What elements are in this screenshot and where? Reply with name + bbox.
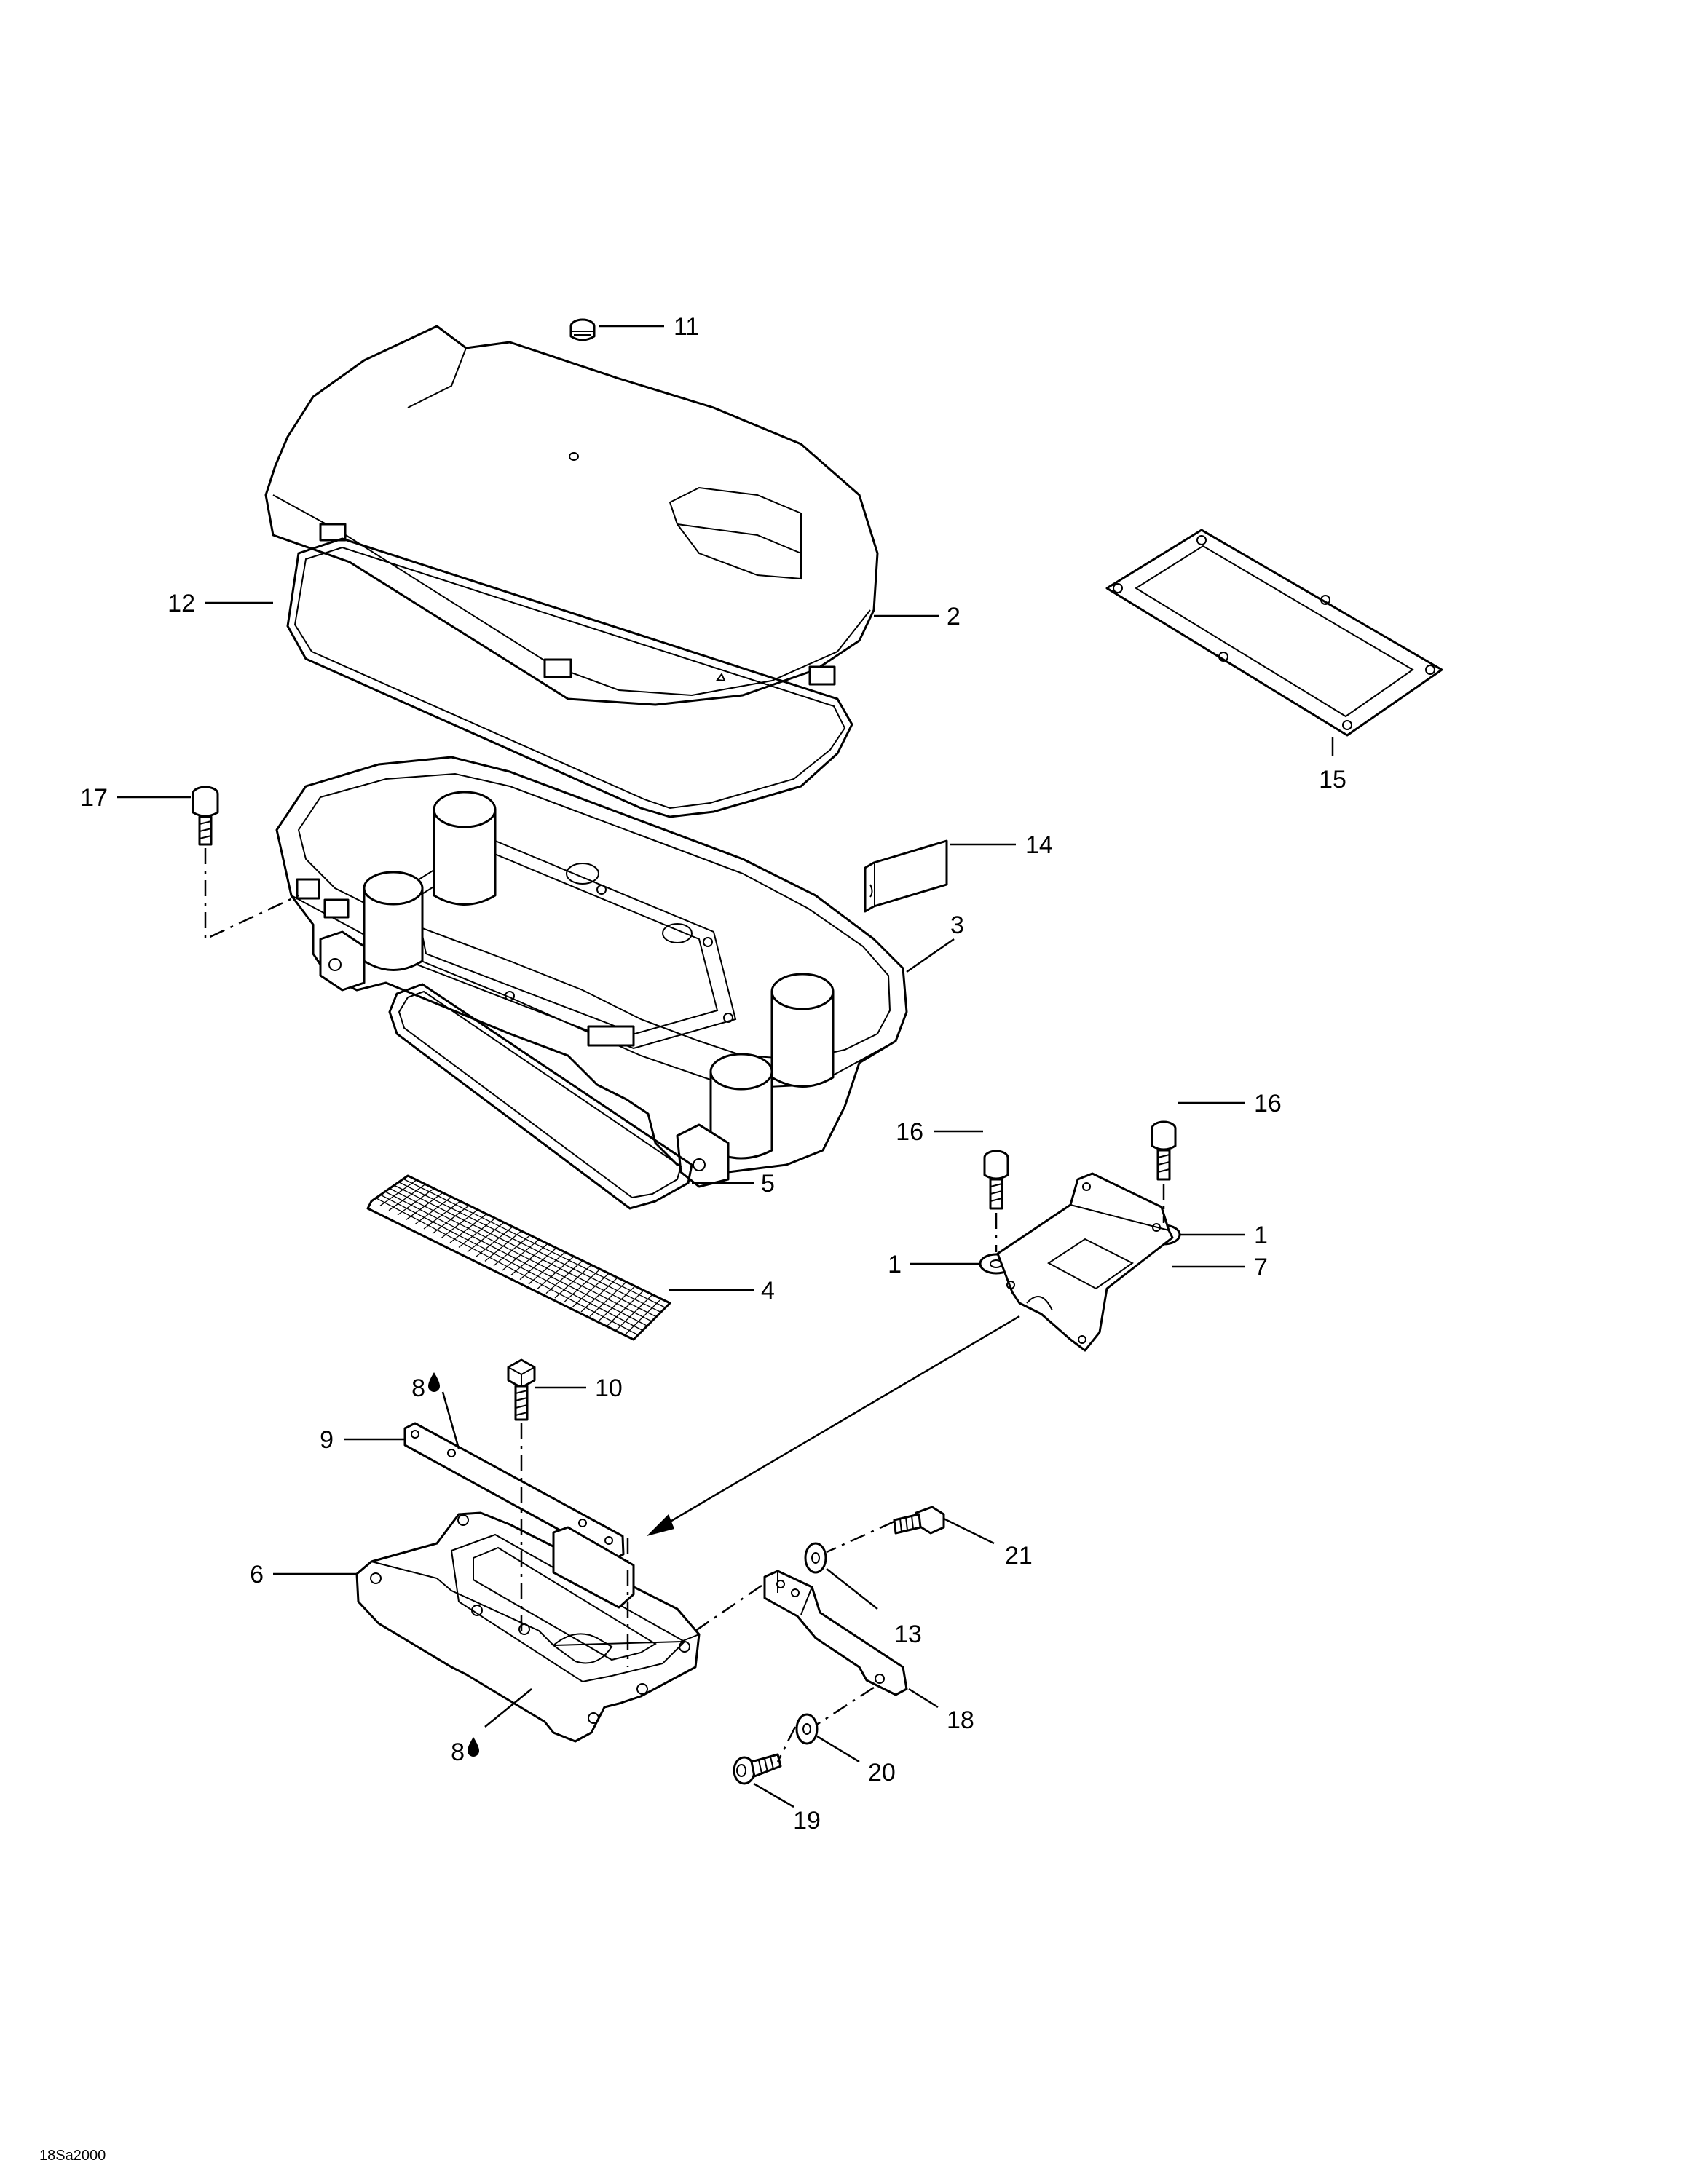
part-clip xyxy=(864,839,948,913)
callout-1: 1 xyxy=(888,1251,902,1278)
mesh-strand xyxy=(375,1198,639,1336)
centerlines xyxy=(204,848,1165,1762)
callout-labels: 1 1 2 3 4 5 6 7 8 8 9 10 11 12 13 14 15 … xyxy=(80,313,1346,1835)
callout-17: 17 xyxy=(80,784,108,812)
part-bolt-10 xyxy=(507,1358,536,1421)
part-adapter-plate xyxy=(355,1511,701,1743)
callout-8: 8 xyxy=(451,1738,465,1766)
callout-13: 13 xyxy=(894,1621,922,1648)
callout-19: 19 xyxy=(793,1807,821,1835)
part-cover-gasket xyxy=(286,537,853,818)
callout-21: 21 xyxy=(1005,1542,1033,1570)
callout-18: 18 xyxy=(947,1706,974,1734)
reference-code: 18Sa2000 xyxy=(39,2148,106,2164)
mesh-strand xyxy=(398,1182,661,1313)
callout-12: 12 xyxy=(167,590,195,617)
callout-4: 4 xyxy=(761,1277,775,1305)
callout-7: 7 xyxy=(1254,1254,1268,1281)
oil-drop-icon xyxy=(428,1372,440,1392)
callout-10: 10 xyxy=(595,1374,623,1402)
part-screw-16-right xyxy=(1151,1120,1177,1181)
part-strip-gasket xyxy=(403,1422,625,1561)
part-cover xyxy=(264,325,879,706)
part-seal xyxy=(388,983,693,1210)
mesh-strand xyxy=(393,1184,657,1318)
part-plug xyxy=(569,318,596,341)
part-small-bracket xyxy=(763,1570,908,1696)
mesh-strand xyxy=(403,1178,666,1308)
callout-15: 15 xyxy=(1319,766,1346,794)
callout-14: 14 xyxy=(1025,831,1053,859)
oil-drop-icon xyxy=(468,1737,479,1757)
part-large-gasket xyxy=(1105,529,1443,737)
part-washer-13 xyxy=(804,1542,827,1574)
mesh-strand xyxy=(389,1187,652,1322)
part-bracket xyxy=(996,1172,1174,1352)
tube-left-rear xyxy=(363,871,424,971)
mesh-strand xyxy=(384,1191,648,1326)
part-screw-17 xyxy=(192,786,219,846)
part-washer-20 xyxy=(795,1713,819,1745)
callout-16: 16 xyxy=(1254,1090,1282,1117)
callout-3: 3 xyxy=(950,911,964,939)
part-screw-19 xyxy=(733,1753,782,1785)
mesh-strand xyxy=(380,1194,643,1332)
callout-1: 1 xyxy=(1254,1222,1268,1249)
tube-left-front xyxy=(433,791,497,906)
part-bolt-21 xyxy=(893,1506,945,1535)
direction-arrow xyxy=(647,1315,1020,1536)
callout-16: 16 xyxy=(896,1118,923,1146)
part-air-box-base xyxy=(275,756,908,1188)
callout-11: 11 xyxy=(674,313,699,341)
callout-20: 20 xyxy=(868,1759,896,1787)
part-screw-16-left xyxy=(983,1150,1009,1210)
callout-2: 2 xyxy=(947,603,961,630)
callout-8: 8 xyxy=(411,1374,425,1402)
part-mesh-filter xyxy=(366,1174,671,1341)
leader-lines xyxy=(117,325,1334,1808)
callout-5: 5 xyxy=(761,1170,775,1198)
callout-6: 6 xyxy=(250,1561,264,1588)
callout-9: 9 xyxy=(320,1426,334,1454)
tube-right-front xyxy=(770,973,835,1088)
